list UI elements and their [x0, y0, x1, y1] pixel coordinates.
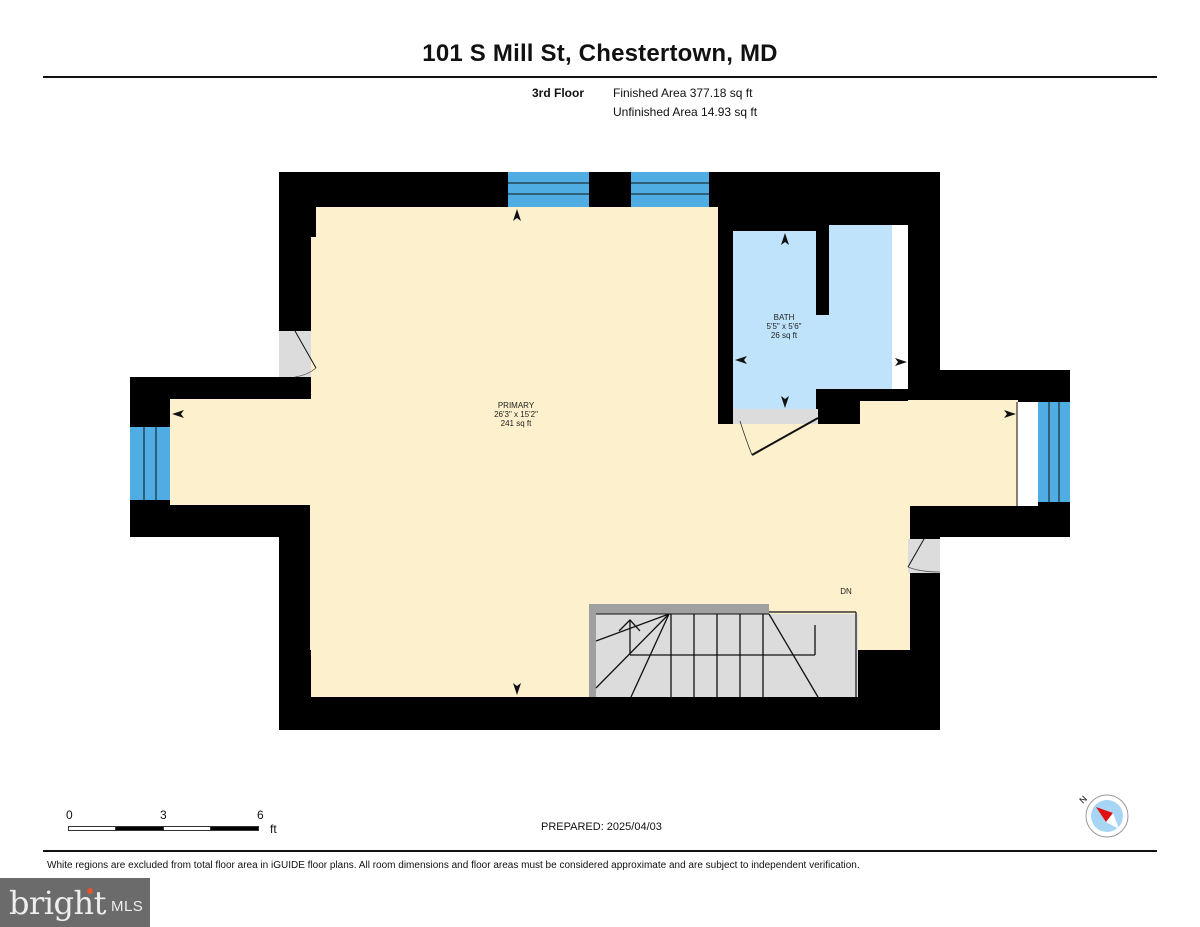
room-area: 26 sq ft	[770, 331, 798, 340]
bath-excluded-region	[892, 225, 908, 389]
bath-door	[739, 417, 819, 456]
logo-star-icon	[87, 887, 93, 894]
stairs-down-label: DN	[840, 587, 852, 596]
bath-door-opening	[733, 409, 818, 424]
bath-partition-wall	[816, 225, 829, 315]
bright-mls-logo: bright MLS	[0, 878, 150, 927]
compass-icon: N	[1077, 794, 1129, 838]
footer-divider	[43, 850, 1157, 852]
page-title: 101 S Mill St, Chestertown, MD	[422, 40, 778, 67]
room-label-bath: BATH 5'5" x 5'6" 26 sq ft	[734, 313, 834, 340]
scale-tick: 6	[257, 808, 264, 822]
dimension-arrows	[172, 209, 1016, 695]
unfinished-area: Unfinished Area 14.93 sq ft	[613, 105, 758, 119]
scale-segment	[68, 826, 116, 831]
room-dimensions: 5'5" x 5'6"	[766, 322, 802, 331]
logo-suffix: MLS	[110, 898, 144, 915]
scale-segment	[163, 826, 211, 831]
bath-floor	[733, 225, 892, 409]
scale-segment	[210, 826, 259, 831]
room-name: PRIMARY	[497, 401, 535, 410]
finished-area: Finished Area 377.18 sq ft	[613, 86, 753, 100]
left-closet-door	[279, 330, 317, 378]
scale-tick: 0	[66, 808, 73, 822]
header-divider	[43, 76, 1157, 78]
room-area: 241 sq ft	[500, 419, 532, 428]
stairs	[589, 604, 858, 698]
disclaimer-text: White regions are excluded from total fl…	[47, 860, 860, 871]
top-window-right	[631, 172, 709, 207]
scale-unit: ft	[270, 822, 277, 836]
scale-segment	[115, 826, 164, 831]
right-excluded-region	[1018, 402, 1038, 506]
room-label-primary: PRIMARY 26'3" x 15'2" 241 sq ft	[466, 401, 566, 428]
scale-tick: 3	[160, 808, 167, 822]
prepared-date: PREPARED: 2025/04/03	[541, 821, 662, 833]
top-window-left	[508, 172, 589, 207]
right-closet-door	[907, 538, 941, 573]
logo-word: bright	[9, 883, 106, 922]
svg-text:N: N	[1077, 794, 1089, 806]
left-window	[130, 427, 170, 500]
right-window	[1038, 402, 1070, 502]
room-name: BATH	[773, 313, 795, 322]
floor-name: 3rd Floor	[532, 86, 585, 100]
room-dimensions: 26'3" x 15'2"	[494, 410, 538, 419]
